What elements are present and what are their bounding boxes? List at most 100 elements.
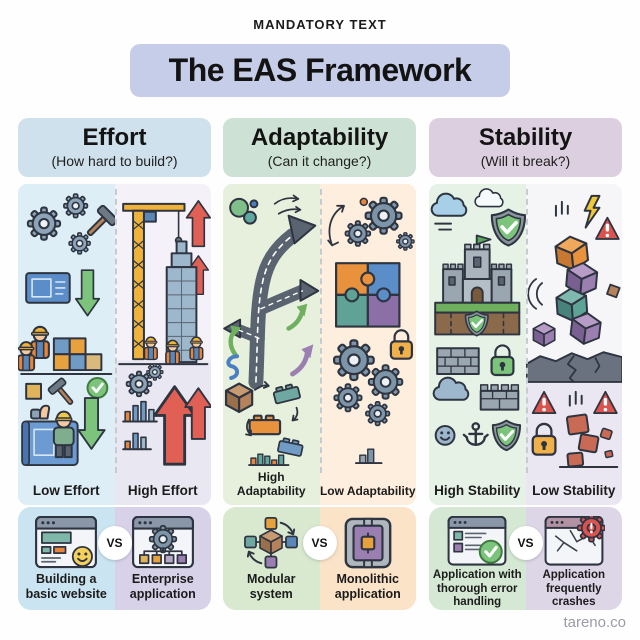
castle-icon <box>434 234 521 335</box>
low-effort-label: Low Effort <box>32 483 100 498</box>
blocks-icon <box>52 337 103 372</box>
lightning-icon <box>583 194 600 229</box>
adaptability-subtitle: (Can it change?) <box>267 153 372 169</box>
gears-icon <box>338 189 416 255</box>
up-arrow-icon <box>185 200 211 248</box>
cracked-ground-icon <box>525 351 622 383</box>
padlock-icon <box>531 422 557 456</box>
thumbs-up-icon <box>30 404 51 420</box>
bar-chart-icon <box>121 400 158 423</box>
effort-subtitle: (How hard to build?) <box>51 153 178 169</box>
architect-icon <box>52 410 75 459</box>
padlock-icon <box>389 329 413 360</box>
dashed-divider <box>114 189 117 473</box>
stability-header: Stability (Will it break?) <box>429 118 622 177</box>
bar-chart-icon <box>248 453 290 466</box>
block-icon <box>25 382 43 400</box>
column-effort: Effort (How hard to build?) <box>18 118 211 612</box>
shield-check-icon <box>493 421 520 451</box>
error-handling-cell: Application with thorough error handling <box>429 507 526 610</box>
basic-website-label: Building a basic website <box>25 572 107 601</box>
gears-icon <box>120 360 167 403</box>
modular-system-label: Modular system <box>246 572 296 601</box>
shield-check-icon <box>492 210 525 246</box>
monolithic-app-cell: Monolithic application <box>319 507 416 610</box>
adaptability-body: High Adaptability <box>223 184 416 505</box>
adaptability-header: Adaptability (Can it change?) <box>223 118 416 177</box>
check-icon <box>86 376 109 400</box>
browser-smiley-icon <box>35 516 98 569</box>
cloud-icon <box>430 192 468 217</box>
crashing-app-label: Application frequently crashes <box>542 569 606 609</box>
low-adaptability-panel: Low Adaptability <box>319 184 416 505</box>
modular-system-icon <box>244 517 299 569</box>
high-adaptability-illustration <box>223 194 320 466</box>
low-stability-panel: Low Stability <box>525 184 622 505</box>
column-adaptability: Adaptability (Can it change?) <box>223 118 416 612</box>
low-effort-panel: Low Effort <box>18 184 115 505</box>
dashed-divider <box>319 189 322 473</box>
high-stability-label: High Stability <box>434 483 521 498</box>
curved-arrow-icon <box>226 303 314 380</box>
title-banner: The EAS Framework <box>130 44 510 97</box>
blob-icon <box>229 197 259 225</box>
crane-icon <box>121 202 186 361</box>
kicker-text: MANDATORY TEXT <box>253 17 387 32</box>
low-stability-label: Low Stability <box>532 483 616 498</box>
high-stability-illustration <box>430 188 526 470</box>
error-handling-label: Application with thorough error handling <box>432 569 522 609</box>
basic-website-cell: Building a basic website <box>18 507 115 610</box>
up-arrow-icon <box>152 385 196 466</box>
gears-icon <box>20 188 96 260</box>
monolithic-app-label: Monolithic application <box>334 572 401 601</box>
stability-body: High Stability <box>429 184 622 505</box>
tremor-lines <box>554 200 569 217</box>
effort-body: Low Effort <box>18 184 211 505</box>
modular-system-cell: Modular system <box>223 507 320 610</box>
low-adaptability-label: Low Adaptability <box>319 484 416 498</box>
high-adaptability-panel: High Adaptability <box>223 184 320 505</box>
cloud-icon <box>432 376 470 401</box>
high-stability-panel: High Stability <box>429 184 526 505</box>
crashing-app-icon <box>544 516 605 566</box>
error-handling-app-icon <box>447 516 507 566</box>
high-adaptability-label: High Adaptability <box>236 470 306 498</box>
tremor-lines <box>568 390 583 407</box>
enterprise-app-cell: Enterprise application <box>114 507 211 610</box>
dot-icon <box>359 197 368 207</box>
crashing-app-cell: Application frequently crashes <box>525 507 622 610</box>
high-effort-illustration <box>117 200 211 466</box>
low-effort-illustration <box>18 188 115 467</box>
effort-title: Effort <box>82 124 147 151</box>
lego-blocks-icon <box>224 381 305 458</box>
dashed-divider <box>525 189 528 473</box>
cloud-icon <box>474 188 504 208</box>
wind-icon <box>434 222 453 231</box>
high-effort-panel: High Effort <box>114 184 211 505</box>
enterprise-app-icon <box>131 516 194 569</box>
stability-comparison-card: Application with thorough error handling… <box>429 507 622 610</box>
monolith-icon <box>344 517 392 569</box>
low-stability-illustration <box>525 194 622 469</box>
construction-workers-icon <box>143 336 203 365</box>
warning-icon <box>531 390 556 414</box>
hammer-icon <box>46 376 80 411</box>
skyscraper-icon <box>165 240 197 364</box>
watermark: tareno.co <box>563 614 626 631</box>
effort-header: Effort (How hard to build?) <box>18 118 211 177</box>
smiley-icon <box>434 424 456 446</box>
column-stability: Stability (Will it break?) <box>429 118 622 612</box>
falling-bricks-icon <box>558 413 618 469</box>
down-arrow-icon <box>77 397 106 450</box>
down-arrow-icon <box>74 269 101 317</box>
vs-badge: VS <box>97 526 132 560</box>
effort-comparison-card: Building a basic website Enterprise appl… <box>18 507 211 610</box>
puzzle-icon <box>334 262 401 328</box>
warning-icon <box>594 216 620 240</box>
bar-chart-icon <box>121 432 152 451</box>
warning-icon <box>592 390 618 414</box>
low-adaptability-illustration <box>324 189 416 464</box>
swap-arrow-icon <box>326 204 345 247</box>
branching-road-icon <box>223 214 320 390</box>
